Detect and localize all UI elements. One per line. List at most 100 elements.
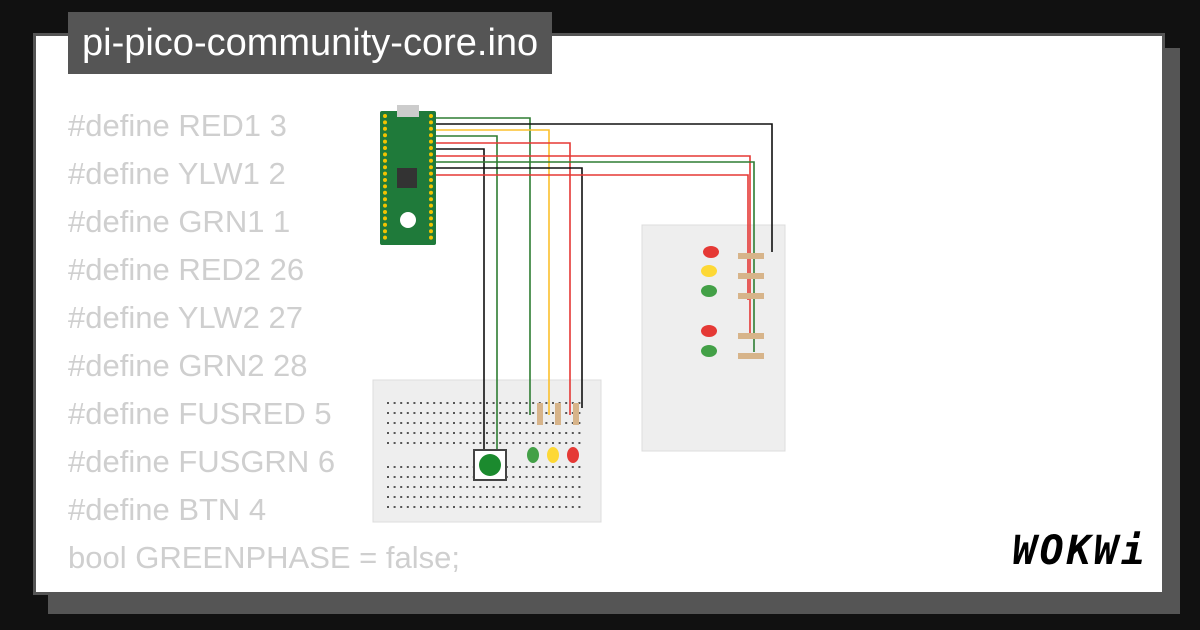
- pico-pin: [383, 190, 387, 195]
- breadboard-hole: [400, 442, 403, 444]
- breadboard-hole: [479, 422, 482, 424]
- breadboard-hole: [532, 486, 535, 488]
- breadboard-hole: [459, 486, 462, 488]
- breadboard-hole: [558, 496, 561, 498]
- breadboard-hole: [459, 466, 462, 468]
- breadboard-hole: [420, 476, 422, 478]
- breadboard-hole: [525, 496, 528, 498]
- breadboard-hole: [538, 432, 541, 434]
- breadboard-hole: [578, 466, 581, 468]
- breadboard-hole: [472, 422, 475, 424]
- breadboard-hole: [558, 432, 561, 434]
- breadboard-hole: [512, 422, 515, 424]
- breadboard-hole: [578, 476, 581, 478]
- breadboard-hole: [426, 432, 429, 434]
- breadboard-hole: [479, 496, 482, 498]
- breadboard-hole: [538, 442, 541, 444]
- breadboard-hole: [400, 476, 403, 478]
- breadboard-hole: [420, 442, 422, 444]
- breadboard-hole: [426, 496, 429, 498]
- breadboard-hole: [420, 412, 422, 414]
- breadboard-hole: [446, 442, 449, 444]
- pico-pin: [383, 210, 387, 214]
- breadboard-hole: [466, 442, 469, 444]
- breadboard-hole: [459, 496, 462, 498]
- breadboard-hole: [525, 432, 528, 434]
- breadboard-hole: [512, 402, 515, 404]
- breadboard-hole: [565, 496, 568, 498]
- breadboard-hole: [426, 422, 429, 424]
- breadboard-hole: [453, 402, 455, 404]
- breadboard-hole: [499, 412, 502, 414]
- breadboard-hole: [571, 466, 574, 468]
- breadboard-hole: [486, 506, 488, 508]
- breadboard-hole: [393, 496, 396, 498]
- breadboard-hole: [492, 422, 495, 424]
- breadboard-hole: [519, 506, 521, 508]
- breadboard-hole: [413, 432, 416, 434]
- breadboard-hole: [512, 506, 515, 508]
- breadboard-hole: [446, 412, 449, 414]
- breadboard-hole: [558, 442, 561, 444]
- breadboard-hole: [439, 402, 442, 404]
- pico-pin: [383, 165, 387, 170]
- breadboard-hole: [413, 412, 416, 414]
- pico-pin: [429, 165, 433, 170]
- breadboard-hole: [538, 466, 541, 468]
- code-listing: #define RED1 3 #define YLW1 2 #define GR…: [68, 102, 460, 582]
- breadboard-hole: [538, 486, 541, 488]
- breadboard-hole: [439, 506, 442, 508]
- breadboard-hole: [446, 506, 449, 508]
- breadboard-hole: [512, 476, 515, 478]
- breadboard-hole: [519, 496, 521, 498]
- pico-pin: [383, 146, 387, 150]
- breadboard-hole: [420, 422, 422, 424]
- breadboard-hole: [505, 442, 508, 444]
- breadboard-hole: [525, 412, 528, 414]
- breadboard-hole: [499, 486, 502, 488]
- breadboard-hole: [387, 432, 389, 434]
- breadboard-hole: [426, 466, 429, 468]
- breadboard-hole: [519, 476, 521, 478]
- breadboard-hole: [552, 506, 554, 508]
- breadboard-hole: [466, 506, 469, 508]
- breadboard-hole: [433, 432, 436, 434]
- breadboard-hole: [532, 412, 535, 414]
- breadboard-hole: [512, 432, 515, 434]
- breadboard-hole: [479, 506, 482, 508]
- breadboard-hole: [472, 442, 475, 444]
- breadboard-hole: [565, 402, 568, 404]
- breadboard-hole: [558, 486, 561, 488]
- breadboard-hole: [545, 432, 548, 434]
- pico-pin: [383, 120, 387, 125]
- pico-pin: [429, 139, 433, 144]
- breadboard-hole: [459, 412, 462, 414]
- breadboard-hole: [545, 486, 548, 488]
- breadboard-hole: [393, 466, 396, 468]
- breadboard-hole: [525, 466, 528, 468]
- breadboard-hole: [453, 476, 455, 478]
- breadboard-hole: [565, 412, 568, 414]
- breadboard-hole: [426, 402, 429, 404]
- breadboard-hole: [571, 422, 574, 424]
- breadboard-hole: [459, 442, 462, 444]
- breadboard-hole: [552, 496, 554, 498]
- breadboard-hole: [433, 486, 436, 488]
- breadboard-hole: [466, 432, 469, 434]
- breadboard-hole: [472, 486, 475, 488]
- breadboard-hole: [439, 422, 442, 424]
- breadboard-hole: [492, 506, 495, 508]
- pico-pin: [429, 152, 433, 157]
- breadboard-hole: [571, 402, 574, 404]
- breadboard-hole: [578, 432, 581, 434]
- breadboard-hole: [393, 442, 396, 444]
- breadboard-hole: [538, 476, 541, 478]
- breadboard-hole: [466, 412, 469, 414]
- breadboard-hole: [578, 402, 581, 404]
- breadboard-hole: [505, 496, 508, 498]
- breadboard-hole: [459, 402, 462, 404]
- breadboard-hole: [552, 476, 554, 478]
- breadboard-hole: [505, 486, 508, 488]
- breadboard-hole: [387, 402, 389, 404]
- breadboard-hole: [426, 486, 429, 488]
